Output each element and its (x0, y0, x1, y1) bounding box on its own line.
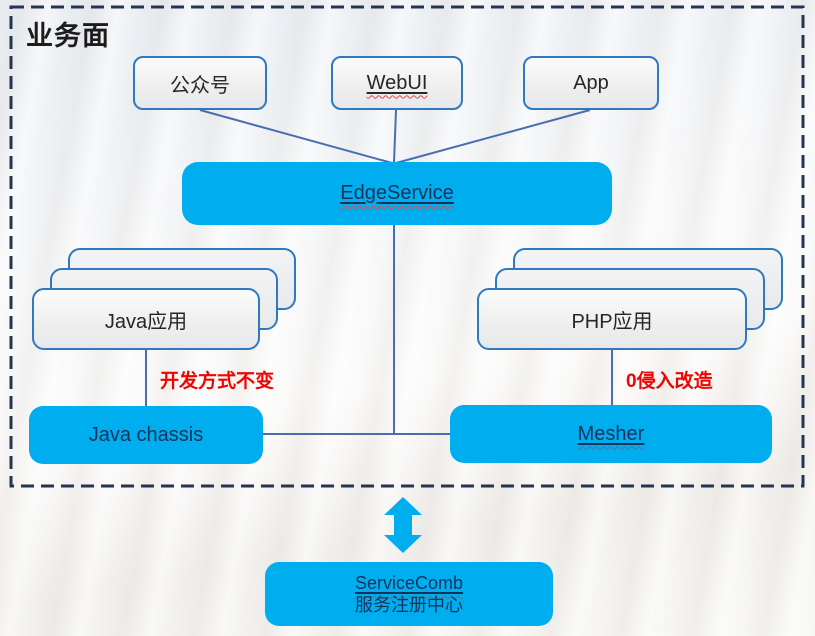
diagram-title: 业务面 (26, 21, 110, 51)
node-webui: WebUI (331, 56, 463, 110)
node-app: App (523, 56, 659, 110)
node-public-account-label: 公众号 (170, 74, 230, 97)
edge-publicaccount-edgeservice (199, 109, 393, 164)
node-java-app-label: Java应用 (104, 310, 188, 333)
node-java-chassis-label: Java chassis (88, 423, 204, 446)
node-php-app-label: PHP应用 (571, 310, 653, 333)
node-servicecomb-sublabel: 服务注册中心 (355, 595, 463, 615)
node-edgeservice: EdgeService (182, 162, 612, 225)
node-php-app: PHP应用 (477, 288, 747, 350)
annotation-java-side: 开发方式不变 (160, 371, 275, 392)
node-edgeservice-label: EdgeService (340, 182, 454, 204)
node-servicecomb-label: ServiceComb (354, 573, 464, 593)
edge-webui-edgeservice (393, 109, 397, 164)
node-servicecomb: ServiceComb 服务注册中心 (265, 562, 553, 626)
node-app-label: App (573, 71, 609, 94)
edge-app-edgeservice (395, 109, 591, 164)
node-java-chassis: Java chassis (29, 406, 263, 464)
node-mesher-label: Mesher (577, 422, 645, 445)
node-webui-label: WebUI (366, 71, 428, 94)
business-plane-frame (9, 5, 805, 488)
node-public-account: 公众号 (133, 56, 267, 110)
node-java-app: Java应用 (32, 288, 260, 350)
double-arrow-icon (384, 497, 422, 553)
node-mesher: Mesher (450, 405, 772, 463)
annotation-php-side: 0侵入改造 (626, 371, 713, 392)
